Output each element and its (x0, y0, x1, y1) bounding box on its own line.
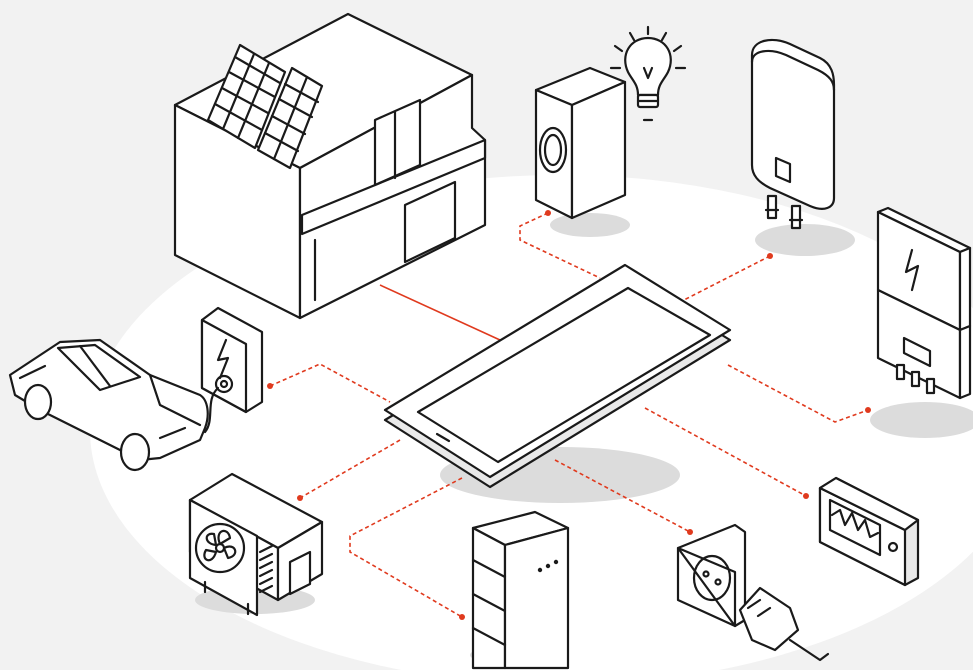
battery-connection-line (349, 477, 463, 618)
light-bulb-icon (609, 25, 687, 122)
heatpump-connection-line (299, 439, 401, 499)
washing-machine-icon (534, 66, 627, 220)
ev-wallbox-charger-icon (200, 306, 264, 434)
power-socket-with-plug-icon (676, 523, 830, 662)
house-connection-line (379, 284, 501, 341)
inverter-connection-line (727, 364, 869, 423)
battery-storage-cabinet-icon (471, 510, 570, 670)
solar-inverter-icon (876, 206, 972, 400)
house-with-solar-panels-icon (173, 12, 487, 320)
heater-connection-line (679, 255, 771, 303)
electric-car-icon (8, 338, 209, 472)
water-heater-boiler-icon (750, 38, 836, 230)
charger-connection-line (269, 363, 391, 403)
connection-lines (267, 210, 871, 620)
energy-meter-display-icon (818, 476, 920, 587)
meter-connection-line (644, 407, 807, 497)
washer-connection-line (519, 212, 601, 279)
heat-pump-air-conditioner-icon (188, 472, 324, 617)
outlet-connection-line (554, 459, 691, 533)
tablet-controller-icon (383, 263, 732, 489)
